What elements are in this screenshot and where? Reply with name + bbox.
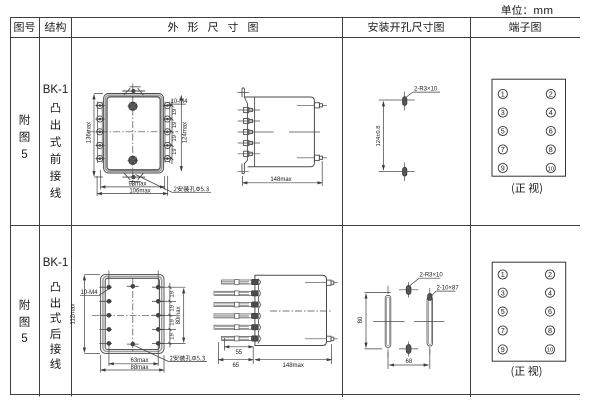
svg-text:19: 19 bbox=[169, 333, 175, 339]
svg-text:19: 19 bbox=[169, 305, 175, 311]
svg-text:8: 8 bbox=[548, 326, 552, 335]
svg-text:148max: 148max bbox=[270, 177, 291, 183]
svg-text:2-R3×10: 2-R3×10 bbox=[414, 87, 438, 93]
svg-text:10: 10 bbox=[548, 166, 554, 172]
svg-text:68: 68 bbox=[406, 359, 413, 365]
svg-text:1: 1 bbox=[501, 90, 505, 99]
svg-text:136max: 136max bbox=[87, 122, 93, 143]
svg-text:6: 6 bbox=[548, 307, 552, 316]
svg-text:5: 5 bbox=[501, 127, 505, 136]
svg-text:4: 4 bbox=[548, 288, 552, 297]
svg-text:6: 6 bbox=[549, 127, 553, 136]
svg-text:8: 8 bbox=[549, 145, 553, 154]
svg-text:1: 1 bbox=[501, 270, 505, 279]
svg-text:19: 19 bbox=[172, 148, 178, 154]
svg-text:10-M4: 10-M4 bbox=[81, 290, 99, 296]
svg-text:19: 19 bbox=[169, 319, 175, 325]
svg-text:2: 2 bbox=[548, 270, 552, 279]
svg-text:10-M4: 10-M4 bbox=[171, 99, 189, 105]
svg-text:19: 19 bbox=[169, 291, 175, 297]
svg-text:3: 3 bbox=[501, 288, 505, 297]
svg-text:55: 55 bbox=[235, 350, 242, 356]
svg-text:98max: 98max bbox=[128, 182, 146, 188]
svg-text:80: 80 bbox=[358, 316, 364, 323]
svg-text:5: 5 bbox=[21, 149, 27, 161]
svg-text:65: 65 bbox=[232, 363, 239, 369]
svg-text:9: 9 bbox=[501, 164, 505, 173]
svg-text:63max: 63max bbox=[130, 358, 148, 364]
svg-text:2-10×87: 2-10×87 bbox=[437, 286, 460, 292]
svg-text:124±0.8: 124±0.8 bbox=[376, 126, 382, 147]
svg-text:88max: 88max bbox=[130, 365, 148, 371]
svg-text:3: 3 bbox=[501, 108, 505, 117]
svg-text:5: 5 bbox=[501, 307, 505, 316]
svg-text:4: 4 bbox=[549, 108, 553, 117]
svg-text:BK-1: BK-1 bbox=[43, 84, 69, 96]
svg-text:9: 9 bbox=[501, 345, 505, 354]
svg-text:19: 19 bbox=[172, 122, 178, 128]
svg-text:148max: 148max bbox=[283, 363, 304, 369]
svg-text:106max: 106max bbox=[129, 189, 150, 195]
svg-text:BK-1: BK-1 bbox=[43, 257, 69, 269]
svg-text:10: 10 bbox=[547, 348, 553, 354]
svg-text:19: 19 bbox=[172, 135, 178, 141]
svg-text:112max: 112max bbox=[71, 304, 77, 325]
svg-text:7: 7 bbox=[501, 326, 505, 335]
svg-text:5: 5 bbox=[21, 333, 27, 345]
svg-text:19: 19 bbox=[172, 109, 178, 115]
svg-text:2: 2 bbox=[549, 90, 553, 99]
svg-text:124max: 124max bbox=[183, 122, 189, 143]
svg-text:80max: 80max bbox=[176, 306, 182, 324]
svg-text:2-R3×10: 2-R3×10 bbox=[420, 273, 444, 279]
svg-text:7: 7 bbox=[501, 145, 505, 154]
